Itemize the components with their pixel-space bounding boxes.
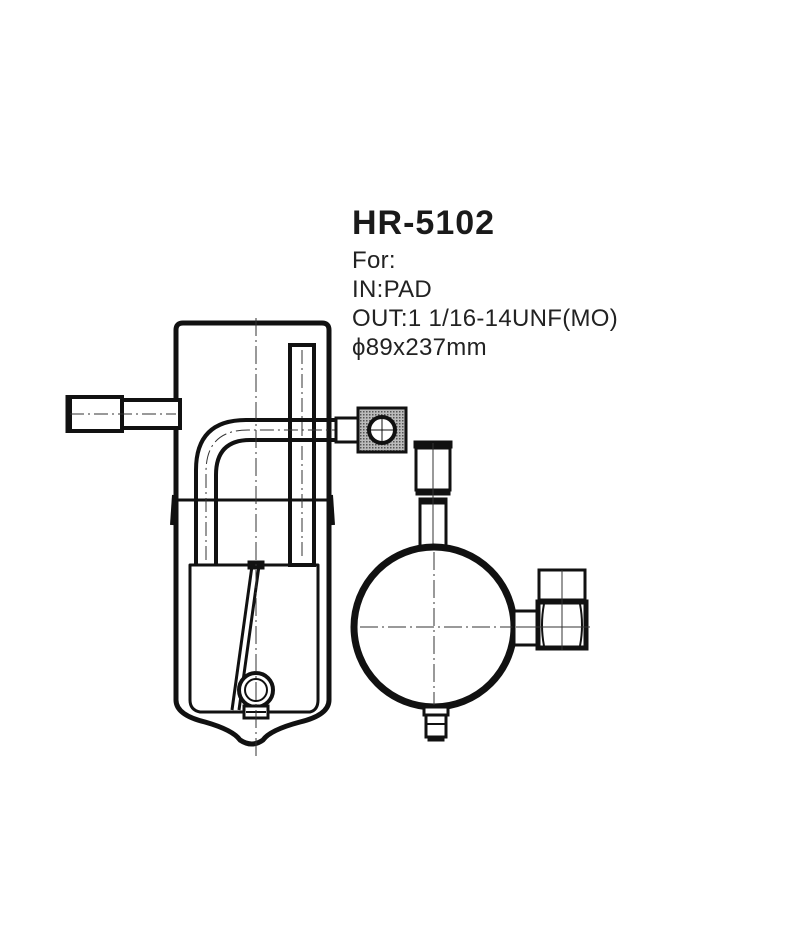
- outlet-spec: OUT:1 1/16-14UNF(MO): [352, 305, 619, 332]
- product-spec-block: HR-5102 For: IN:PAD OUT:1 1/16-14UNF(MO)…: [352, 200, 618, 362]
- drier-body-front-view: [170, 320, 335, 747]
- pickup-tube: [288, 343, 316, 567]
- dimension-spec: ϕ89x237mm: [352, 334, 487, 361]
- model-number: HR-5102: [352, 204, 496, 242]
- drier-top-view: [350, 440, 590, 742]
- bent-outlet-tube: [194, 418, 338, 565]
- outlet-pad-fitting: [334, 406, 408, 454]
- inlet-fitting: [65, 395, 182, 433]
- for-label: For:: [352, 247, 396, 274]
- inlet-spec: IN:PAD: [352, 276, 433, 303]
